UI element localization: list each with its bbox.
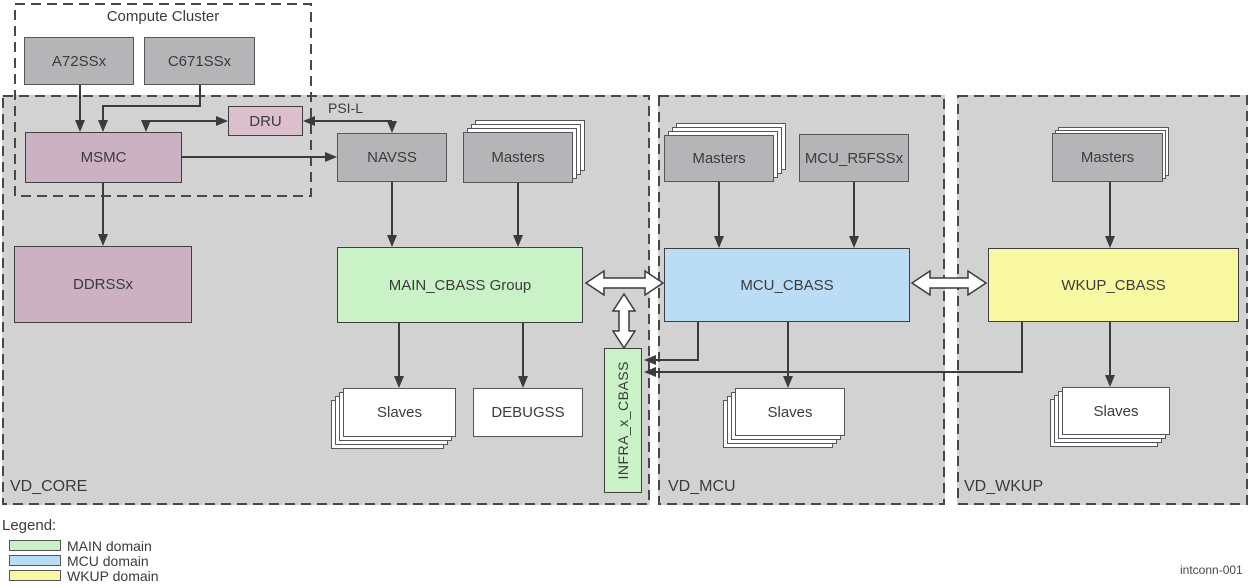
node-dru: DRU bbox=[228, 106, 303, 136]
node-mcu-r5fssx: MCU_R5FSSx bbox=[799, 134, 909, 182]
compute-cluster-label: Compute Cluster bbox=[106, 8, 220, 25]
infra-x-cbass-label: INFRA_x_CBASS bbox=[615, 361, 631, 480]
node-mcu-cbass: MCU_CBASS bbox=[664, 248, 910, 322]
node-masters-wkup: Masters bbox=[1052, 133, 1163, 182]
psi-l-label: PSI-L bbox=[328, 100, 364, 116]
node-masters-mcu: Masters bbox=[664, 135, 774, 182]
legend-swatch-mcu bbox=[9, 555, 61, 566]
legend-row-mcu: MCU domain bbox=[9, 552, 159, 569]
figure-id: intconn-001 bbox=[1180, 563, 1243, 577]
node-slaves-main-stack: Slaves bbox=[331, 388, 456, 449]
vd-wkup-label: VD_WKUP bbox=[964, 478, 1044, 495]
node-slaves-mcu-stack: Slaves bbox=[723, 388, 845, 448]
node-c671ssx: C671SSx bbox=[144, 37, 255, 85]
legend-label-wkup: WKUP domain bbox=[67, 567, 159, 584]
legend-label-mcu: MCU domain bbox=[67, 552, 149, 569]
vd-mcu-label: VD_MCU bbox=[668, 478, 736, 495]
node-msmc: MSMC bbox=[25, 132, 182, 183]
node-slaves-wkup: Slaves bbox=[1062, 387, 1170, 435]
node-masters-main: Masters bbox=[463, 132, 573, 183]
node-slaves-mcu: Slaves bbox=[735, 388, 845, 436]
node-main-cbass: MAIN_CBASS Group bbox=[337, 247, 583, 323]
legend-label-main: MAIN domain bbox=[67, 537, 152, 554]
node-ddrssx: DDRSSx bbox=[14, 246, 192, 323]
node-masters-main-stack: Masters bbox=[463, 120, 585, 183]
node-masters-mcu-stack: Masters bbox=[664, 123, 786, 182]
node-slaves-main: Slaves bbox=[343, 388, 456, 437]
node-debugss: DEBUGSS bbox=[473, 388, 583, 437]
node-masters-wkup-stack: Masters bbox=[1052, 127, 1169, 182]
legend-title: Legend: bbox=[2, 517, 57, 534]
node-wkup-cbass: WKUP_CBASS bbox=[988, 248, 1239, 322]
legend-row-wkup: WKUP domain bbox=[9, 567, 159, 584]
node-slaves-wkup-stack: Slaves bbox=[1050, 387, 1170, 447]
legend-swatch-wkup bbox=[9, 570, 61, 581]
node-a72ssx: A72SSx bbox=[24, 37, 134, 85]
legend: Legend: MAIN domain MCU domain WKUP doma… bbox=[2, 517, 159, 584]
legend-swatch-main bbox=[9, 540, 61, 551]
node-infra-x-cbass: INFRA_x_CBASS bbox=[604, 348, 642, 493]
vd-core-label: VD_CORE bbox=[10, 478, 88, 495]
node-navss: NAVSS bbox=[337, 133, 447, 182]
legend-row-main: MAIN domain bbox=[9, 537, 159, 554]
